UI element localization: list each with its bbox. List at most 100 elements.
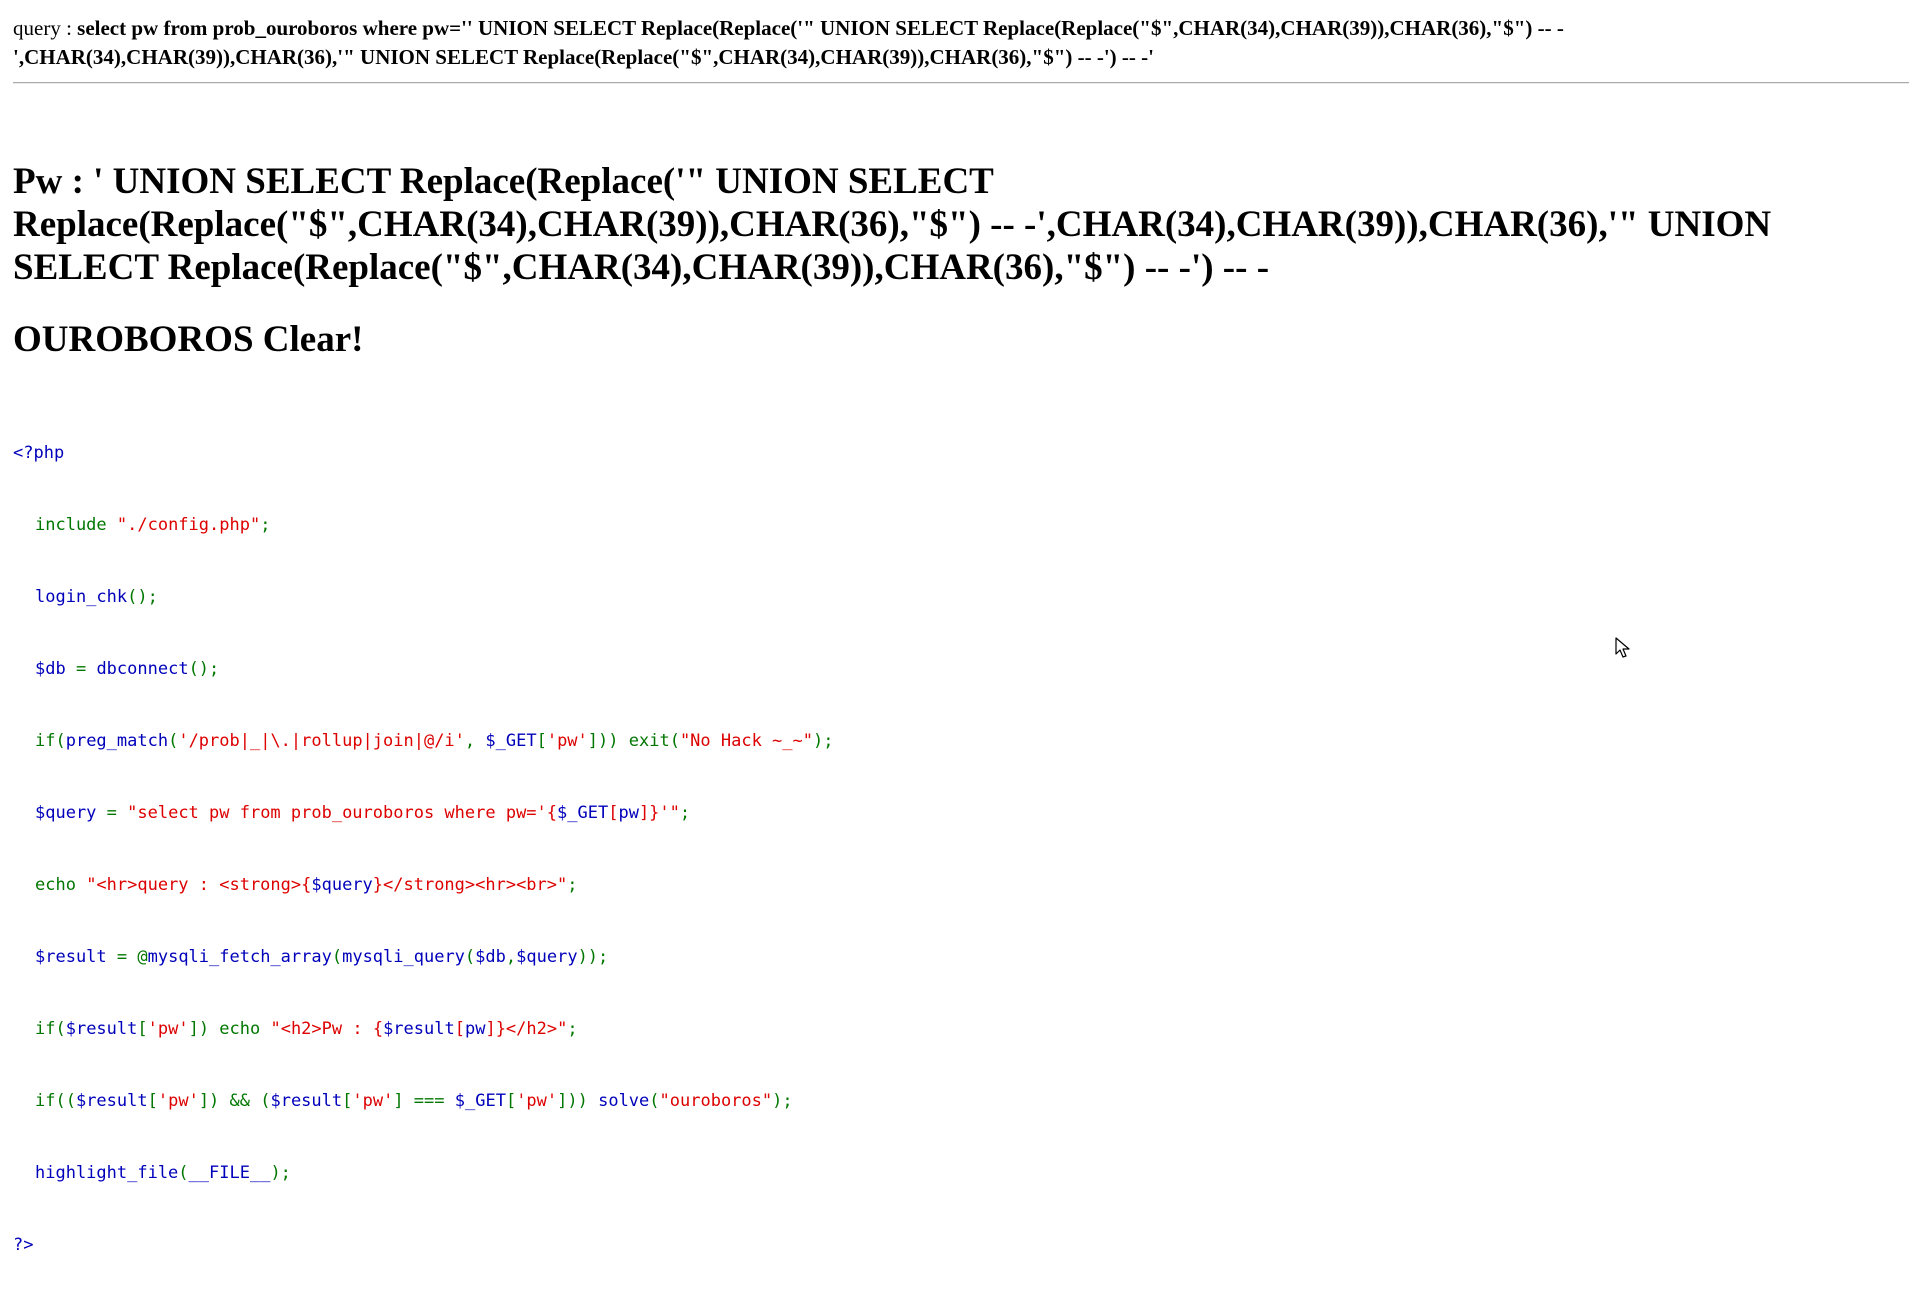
code-token: login_chk bbox=[35, 587, 128, 607]
code-token: $query bbox=[35, 803, 107, 823]
code-token: "select pw from prob_ouroboros where pw=… bbox=[127, 803, 558, 823]
code-token: = bbox=[106, 803, 128, 823]
code-token: = bbox=[75, 659, 97, 679]
code-token: "<hr>query : <strong>{ bbox=[86, 875, 312, 895]
code-token: ]) echo bbox=[188, 1019, 271, 1039]
code-token: ]}</h2>" bbox=[485, 1019, 568, 1039]
query-line: query : select pw from prob_ouroboros wh… bbox=[0, 0, 1893, 72]
page: query : select pw from prob_ouroboros wh… bbox=[0, 0, 1909, 1255]
code-token: }</strong><hr><br>" bbox=[372, 875, 568, 895]
code-token: pw bbox=[464, 1019, 486, 1039]
mouse-pointer-icon bbox=[1615, 637, 1630, 658]
code-token: if(( bbox=[35, 1091, 76, 1111]
code-line: $result = @mysqli_fetch_array(mysqli_que… bbox=[13, 945, 833, 969]
code-token: $_GET bbox=[485, 731, 537, 751]
code-token: [ bbox=[608, 803, 619, 823]
code-token: ]}'" bbox=[638, 803, 680, 823]
code-line: login_chk(); bbox=[13, 585, 833, 609]
code-token: $result bbox=[75, 1091, 148, 1111]
code-token: [ bbox=[505, 1091, 517, 1111]
query-separator bbox=[13, 82, 1909, 84]
code-token: ; bbox=[679, 803, 691, 823]
code-token: )); bbox=[577, 947, 609, 967]
code-line: $db = dbconnect(); bbox=[13, 657, 833, 681]
code-line: if(preg_match('/prob|_|\.|rollup|join|@/… bbox=[13, 729, 833, 753]
code-token: "No Hack ~_~" bbox=[679, 731, 813, 751]
code-line: $query = "select pw from prob_ouroboros … bbox=[13, 801, 833, 825]
code-token: ); bbox=[813, 731, 834, 751]
code-token: (); bbox=[127, 587, 158, 607]
code-token: , bbox=[464, 731, 486, 751]
code-token: $db bbox=[475, 947, 506, 967]
code-line: include "./config.php"; bbox=[13, 513, 833, 537]
code-token: ; bbox=[567, 875, 578, 895]
code-token: 'pw' bbox=[546, 731, 588, 751]
code-token: ( bbox=[168, 731, 179, 751]
code-token: "<h2>Pw : { bbox=[270, 1019, 384, 1039]
pw-heading: Pw : ' UNION SELECT Replace(Replace('" U… bbox=[13, 161, 1772, 288]
code-token: if( bbox=[35, 1019, 66, 1039]
code-token: $query bbox=[311, 875, 373, 895]
code-token: ( bbox=[464, 947, 476, 967]
code-token: ])) bbox=[587, 731, 629, 751]
code-token: ]) && ( bbox=[198, 1091, 271, 1111]
code-token: highlight_file bbox=[35, 1163, 179, 1183]
code-token: ])) bbox=[557, 1091, 599, 1111]
code-token: 'pw' bbox=[516, 1091, 558, 1111]
code-token: $db bbox=[35, 659, 76, 679]
code-token: ?> bbox=[13, 1235, 34, 1255]
code-token: [ bbox=[147, 1091, 158, 1111]
code-token: $_GET bbox=[557, 803, 609, 823]
code-token: ); bbox=[772, 1091, 793, 1111]
code-token: $result bbox=[270, 1091, 343, 1111]
code-token: $result bbox=[65, 1019, 138, 1039]
code-token: [ bbox=[137, 1019, 148, 1039]
code-line: ?> bbox=[13, 1233, 833, 1257]
code-line: highlight_file(__FILE__); bbox=[13, 1161, 833, 1185]
code-line: if($result['pw']) echo "<h2>Pw : {$resul… bbox=[13, 1017, 833, 1041]
code-token: mysqli_query bbox=[342, 947, 465, 967]
query-sql: select pw from prob_ouroboros where pw='… bbox=[13, 16, 1564, 69]
query-prefix: query : bbox=[13, 16, 78, 40]
code-token: [ bbox=[342, 1091, 353, 1111]
code-token: exit bbox=[628, 731, 670, 751]
code-token: 'pw' bbox=[157, 1091, 199, 1111]
code-token: $result bbox=[35, 947, 117, 967]
code-token: = @ bbox=[116, 947, 148, 967]
code-token: ); bbox=[270, 1163, 291, 1183]
code-token: echo bbox=[35, 875, 87, 895]
code-token: __FILE__ bbox=[188, 1163, 271, 1183]
code-token: include bbox=[35, 515, 117, 535]
code-line: if(($result['pw']) && ($result['pw'] ===… bbox=[13, 1089, 833, 1113]
code-token: 'pw' bbox=[147, 1019, 189, 1039]
code-token: [ bbox=[536, 731, 547, 751]
code-token: ( bbox=[331, 947, 343, 967]
clear-heading: OUROBOROS Clear! bbox=[13, 319, 364, 360]
php-source: <?php include "./config.php"; login_chk(… bbox=[13, 393, 833, 1305]
code-token: ( bbox=[649, 1091, 660, 1111]
code-line: echo "<hr>query : <strong>{$query}</stro… bbox=[13, 873, 833, 897]
code-token: if( bbox=[35, 731, 66, 751]
code-token: $result bbox=[383, 1019, 455, 1039]
code-token: '/prob|_|\.|rollup|join|@/i' bbox=[178, 731, 465, 751]
code-token: preg_match bbox=[65, 731, 169, 751]
code-token: [ bbox=[454, 1019, 465, 1039]
code-token: pw bbox=[618, 803, 639, 823]
code-token: ; bbox=[260, 515, 271, 535]
code-token: ( bbox=[669, 731, 680, 751]
code-token: <?php bbox=[13, 443, 65, 463]
code-token: , bbox=[505, 947, 517, 967]
code-token: dbconnect bbox=[96, 659, 189, 679]
code-token: "ouroboros" bbox=[659, 1091, 773, 1111]
code-token: ; bbox=[567, 1019, 578, 1039]
code-token: (); bbox=[188, 659, 220, 679]
code-token: mysqli_fetch_array bbox=[147, 947, 332, 967]
code-token: $query bbox=[516, 947, 578, 967]
code-token: ( bbox=[178, 1163, 189, 1183]
code-token: 'pw' bbox=[352, 1091, 394, 1111]
code-token: solve bbox=[598, 1091, 650, 1111]
code-token: "./config.php" bbox=[116, 515, 261, 535]
code-line: <?php bbox=[13, 441, 833, 465]
code-token: ] === bbox=[393, 1091, 455, 1111]
code-token: $_GET bbox=[454, 1091, 506, 1111]
